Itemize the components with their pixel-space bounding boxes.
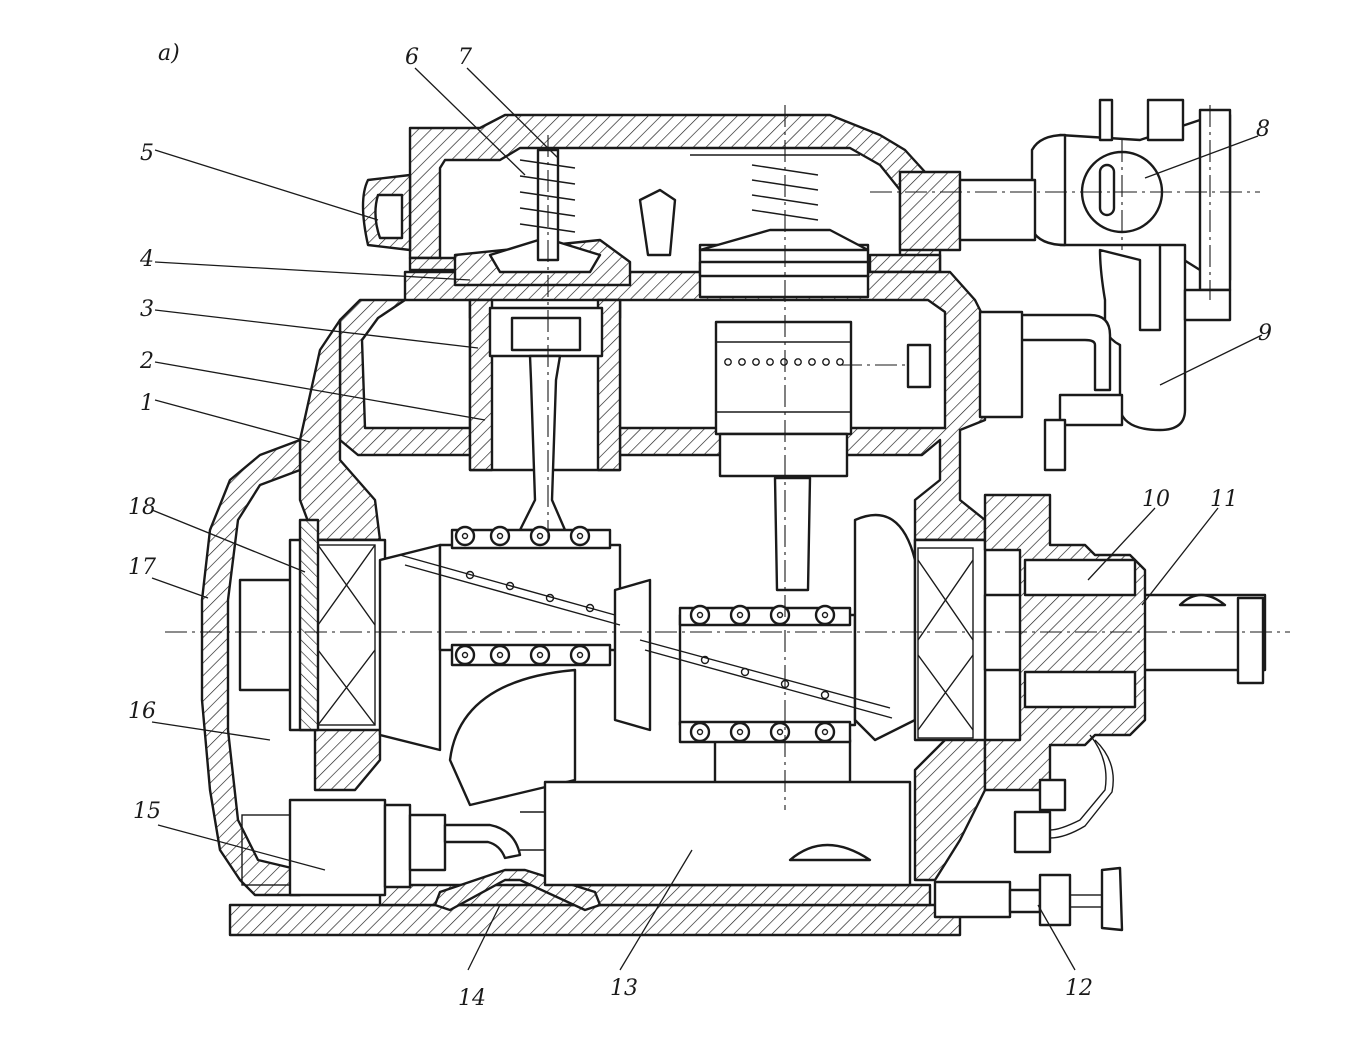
bolt-center [736,728,744,736]
bolt-head [689,721,711,743]
callout-7: 7 [458,45,472,70]
oil-strainer [433,868,602,912]
callout-11: 11 [1210,487,1238,512]
bolt-center [496,651,504,659]
leader-lines [151,67,1263,971]
cylinder-head [408,113,962,274]
callout-15: 15 [133,799,161,824]
callout-18: 18 [128,495,156,520]
callout-17: 17 [128,555,156,580]
oil-hole [585,603,595,613]
callout-14: 14 [458,986,486,1011]
end-cover [200,438,302,897]
bolt-center [576,532,584,540]
gauge-fitting-lower [1038,778,1067,812]
panel-label: а) [158,41,180,66]
bolt-head [814,721,836,743]
vent-hole [794,358,802,366]
bolt-head [729,721,751,743]
vent-hole [724,358,732,366]
bolt-center [536,651,544,659]
oil-line [1049,734,1114,839]
bolt-center [461,532,469,540]
bolt-head [569,644,591,666]
bolt-head [454,525,476,547]
main-bearing-left [298,518,376,732]
plug-fitting [1013,810,1052,854]
bolt-center [576,651,584,659]
lug-opening [374,193,404,240]
bolt-center [496,532,504,540]
oil-hole [505,581,515,591]
oil-hole [820,690,830,700]
vent-hole [738,358,746,366]
bolt-center [461,651,469,659]
cylinder-right [638,164,932,478]
bolt-center [736,611,744,619]
bolt-head [454,644,476,666]
bolt-center [821,728,829,736]
bolt-head [529,644,551,666]
suction-valve [958,98,1232,292]
callout-4: 4 [139,247,154,272]
bolt-center [776,611,784,619]
shaft-seal [983,493,1147,792]
oil-pump [241,798,522,897]
bolt-head [689,604,711,626]
callout-13: 13 [610,976,638,1001]
oil-heater [520,780,912,887]
callout-1: 1 [140,391,154,416]
bolt-heads [454,525,836,743]
vent-hole [766,358,774,366]
big-end-right [678,606,852,744]
vent-hole [752,358,760,366]
bolt-head [814,604,836,626]
vent-hole [780,358,788,366]
oil-hole [545,593,555,603]
callout-9: 9 [1258,321,1272,346]
oil-hole [700,655,710,665]
bolt-head [529,525,551,547]
vent-hole [822,358,830,366]
suction-filter [978,243,1232,432]
bolt-head [569,525,591,547]
connecting-rod-right [773,476,812,592]
callout-6: 6 [405,45,419,70]
bolt-center [536,532,544,540]
callout-labels: 1 2 3 4 5 6 7 8 9 10 11 12 13 14 15 16 1… [128,45,1272,1011]
bolt-head [769,604,791,626]
callout-10: 10 [1142,487,1170,512]
oil-channel [399,554,893,719]
bolt-center [696,611,704,619]
gauge-fitting [1043,418,1067,472]
callout-5: 5 [140,141,154,166]
oil-hole [740,667,750,677]
main-bearing-right [917,547,974,739]
bolt-center [776,728,784,736]
bolt-head [489,525,511,547]
vent-hole [808,358,816,366]
callout-12: 12 [1065,976,1093,1001]
bolt-head [769,721,791,743]
callout-8: 8 [1256,117,1270,142]
bolt-head [729,604,751,626]
bolt-head [489,644,511,666]
piston-vent-holes [724,358,844,366]
oil-hole [465,570,475,580]
callout-16: 16 [128,699,156,724]
drain-valve [933,866,1124,932]
callout-2: 2 [139,349,154,374]
bolt-center [821,611,829,619]
centerlines [165,105,1290,810]
callout-3: 3 [140,297,154,322]
bolt-center [696,728,704,736]
